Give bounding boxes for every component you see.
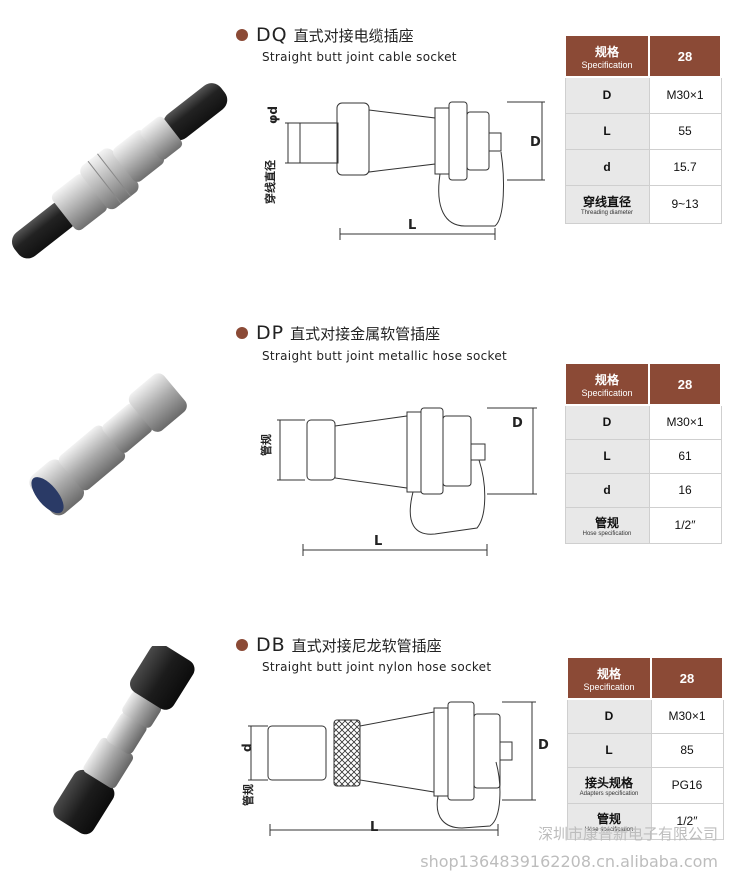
spec-value: 55 [648, 112, 722, 150]
spec-value: 1/2″ [648, 506, 722, 544]
dim-vertical-label: 穿线直径 [264, 160, 277, 204]
product-photo [53, 646, 195, 835]
dim-d-outer-label: D [512, 416, 523, 431]
product-title-en: Straight butt joint nylon hose socket [262, 660, 492, 674]
spec-value: PG16 [650, 766, 724, 804]
dim-d-label: φd [266, 106, 280, 124]
product-title-cn: 直式对接电缆插座 [293, 26, 414, 45]
product-photo [29, 373, 187, 516]
section-title: DP 直式对接金属软管插座 [236, 322, 440, 344]
product-title-cn: 直式对接金属软管插座 [290, 324, 441, 343]
dim-d-outer-label: D [538, 738, 549, 753]
spec-value: M30×1 [648, 76, 722, 114]
bullet-dot [236, 639, 248, 651]
bullet-dot [236, 327, 248, 339]
product-code: DP [256, 322, 285, 344]
spec-key: D [564, 76, 650, 114]
watermark-url: shop1364839162208.cn.alibaba.com [420, 852, 718, 871]
section-dp: DP 直式对接金属软管插座 Straight butt joint metall… [0, 300, 732, 600]
spec-key: D [566, 698, 652, 734]
technical-drawing [285, 101, 545, 240]
product-title-cn: 直式对接尼龙软管插座 [291, 636, 442, 655]
section-db: DB 直式对接尼龙软管插座 Straight butt joint nylon … [0, 610, 732, 884]
dim-l-label: L [370, 820, 379, 835]
spec-key: L [564, 438, 650, 474]
spec-key: L [566, 732, 652, 768]
technical-drawing [277, 407, 537, 556]
dim-vertical-label: 管规 [242, 784, 255, 806]
spec-key: d [564, 472, 650, 508]
spec-key: d [564, 148, 650, 186]
spec-value: M30×1 [650, 698, 724, 734]
section-title: DB 直式对接尼龙软管插座 [236, 634, 442, 656]
product-code: DB [256, 634, 286, 656]
section-title: DQ 直式对接电缆插座 [236, 24, 414, 46]
product-title-en: Straight butt joint metallic hose socket [262, 349, 508, 363]
spec-value: 85 [650, 732, 724, 768]
spec-value: 61 [648, 438, 722, 474]
spec-key: L [564, 112, 650, 150]
technical-drawing [248, 701, 536, 836]
spec-value: M30×1 [648, 404, 722, 440]
spec-header-value: 28 [650, 656, 724, 700]
spec-value: 16 [648, 472, 722, 508]
dim-l-label: L [374, 534, 383, 549]
spec-value: 9~13 [648, 184, 722, 224]
dim-vertical-label: 管规 [260, 434, 273, 456]
section-dq: DQ 直式对接电缆插座 Straight butt joint cable so… [0, 0, 732, 290]
spec-header-value: 28 [648, 34, 722, 78]
watermark-company: 深圳市康普新电子有限公司 [537, 825, 718, 843]
product-title-en: Straight butt joint cable socket [262, 50, 457, 64]
dim-l-label: L [408, 218, 417, 233]
dim-d-outer-label: D [530, 135, 541, 150]
spec-value: 15.7 [648, 148, 722, 186]
product-photo [11, 83, 228, 259]
spec-key: D [564, 404, 650, 440]
product-code: DQ [256, 24, 288, 46]
spec-value: 1/2″ [650, 802, 724, 840]
bullet-dot [236, 29, 248, 41]
dim-d-label: d [240, 743, 254, 752]
spec-header-value: 28 [648, 362, 722, 406]
